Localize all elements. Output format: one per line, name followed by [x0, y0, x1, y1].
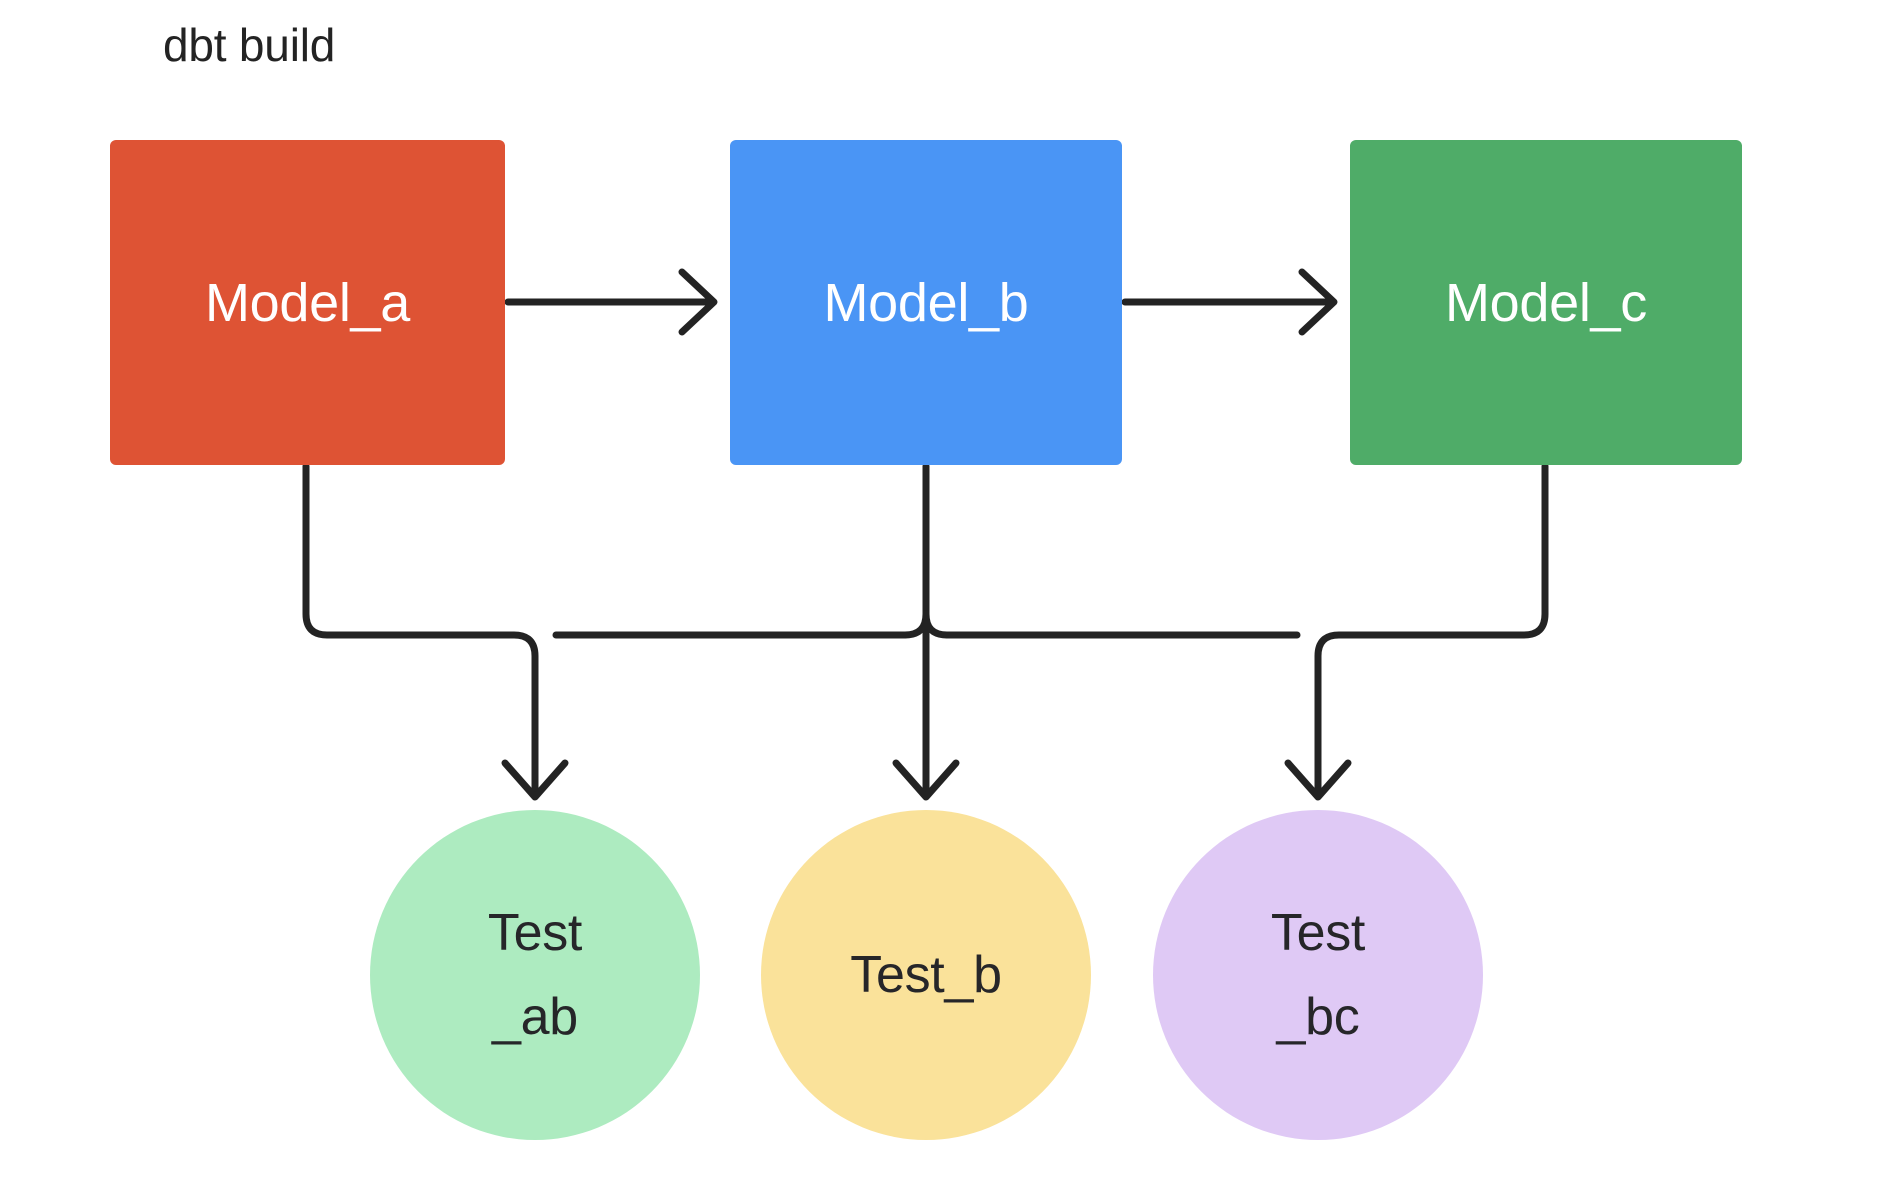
node-test-ab-label: Test _ab: [487, 904, 583, 1046]
node-test-ab[interactable]: Test _ab: [370, 810, 700, 1140]
node-test-b[interactable]: Test_b: [761, 810, 1091, 1140]
edge-model-a-to-model-b: [504, 268, 718, 336]
node-test-bc-label: Test _bc: [1270, 904, 1366, 1046]
page-title: dbt build: [163, 19, 336, 71]
node-model-b-label: Model_b: [823, 272, 1029, 333]
node-model-b[interactable]: Model_b: [730, 140, 1122, 465]
edge-model-b-to-test-b: [892, 462, 960, 801]
edge-model-b-to-test-ab: [552, 610, 930, 639]
node-test-b-label: Test_b: [850, 946, 1002, 1004]
edge-model-a-to-test-ab: [302, 462, 569, 801]
edge-model-b-to-test-bc: [922, 610, 1301, 639]
node-model-a-label: Model_a: [204, 272, 411, 333]
node-model-c-label: Model_c: [1444, 272, 1647, 333]
edge-model-b-to-model-c: [1121, 268, 1338, 336]
node-model-a[interactable]: Model_a: [110, 140, 505, 465]
edge-model-c-to-test-bc: [1284, 462, 1549, 801]
node-test-bc[interactable]: Test _bc: [1153, 810, 1483, 1140]
node-model-c[interactable]: Model_c: [1350, 140, 1742, 465]
